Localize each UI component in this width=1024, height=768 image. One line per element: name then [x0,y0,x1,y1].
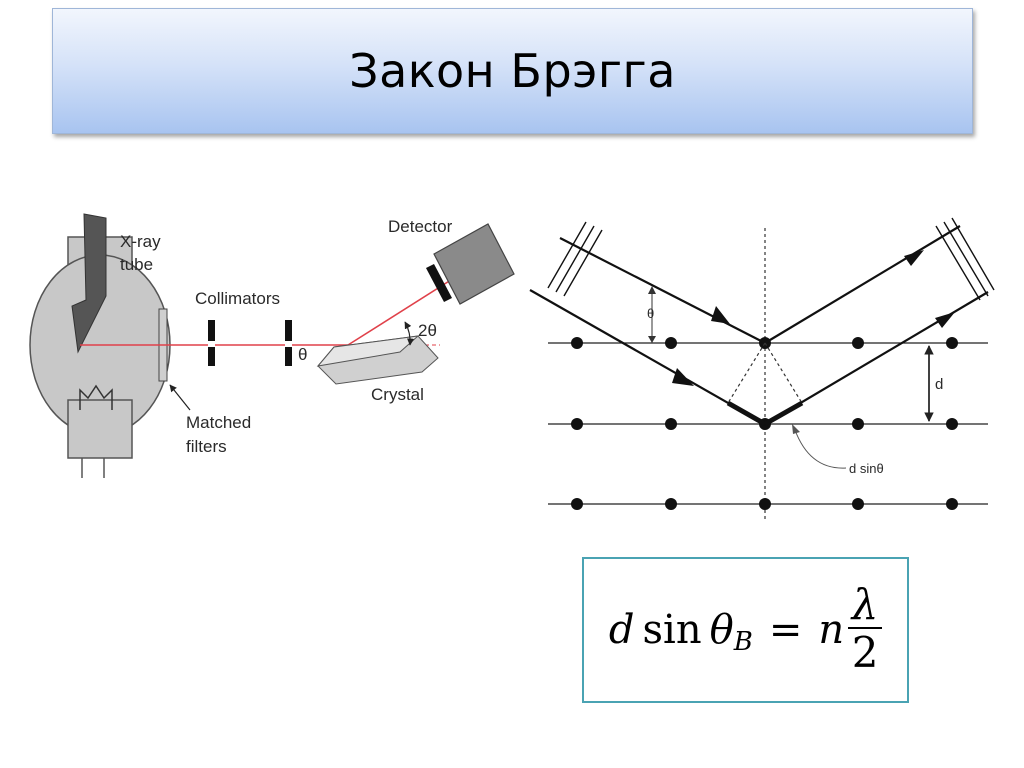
formula-theta: θ [709,607,734,653]
xray-setup-diagram: X-ray tube Collimators θ 2θ Crystal Dete… [29,213,515,478]
label-matched: Matched [186,413,251,432]
bragg-formula: d sin θ B = n λ 2 [608,580,883,677]
path-difference-in [726,400,767,427]
label-d: d [935,376,943,393]
slide-title: Закон Брэгга [349,44,676,98]
dsin-leader [794,429,847,469]
label-two-theta: 2θ [418,321,437,340]
formula-sub-b: B [733,627,753,657]
label-xray: X-ray [120,232,161,251]
detector [426,223,515,305]
incident-ray-2 [529,289,766,425]
title-box: Закон Брэгга [52,8,973,134]
path-difference-out [763,400,804,427]
label-dsin-theta: d sinθ [849,461,884,476]
incident-ray-1 [559,237,766,344]
xray-tube [29,213,171,478]
atoms [571,337,958,510]
label-theta: θ [298,345,307,364]
label-collimators: Collimators [195,289,280,308]
bragg-formula-box: d sin θ B = n λ 2 [582,557,909,703]
two-theta-arc [404,321,415,346]
label-detector: Detector [388,217,453,236]
wavefronts [547,217,995,301]
filter-pointer [169,384,191,411]
label-crystal: Crystal [371,385,424,404]
reflected-ray-1 [764,225,961,344]
formula-sin: sin [642,607,702,653]
formula-lambda: λ [851,580,879,629]
formula-two: 2 [851,628,879,677]
formula-fraction: λ 2 [848,580,883,677]
label-lattice-theta: θ [647,306,654,321]
label-tube: tube [120,255,153,274]
label-filters: filters [186,437,227,456]
formula-equals: = [768,607,803,653]
formula-d: d [608,607,635,653]
crystal [316,335,439,385]
bragg-lattice-diagram: θ d d sinθ [529,217,995,522]
formula-n: n [818,607,845,653]
